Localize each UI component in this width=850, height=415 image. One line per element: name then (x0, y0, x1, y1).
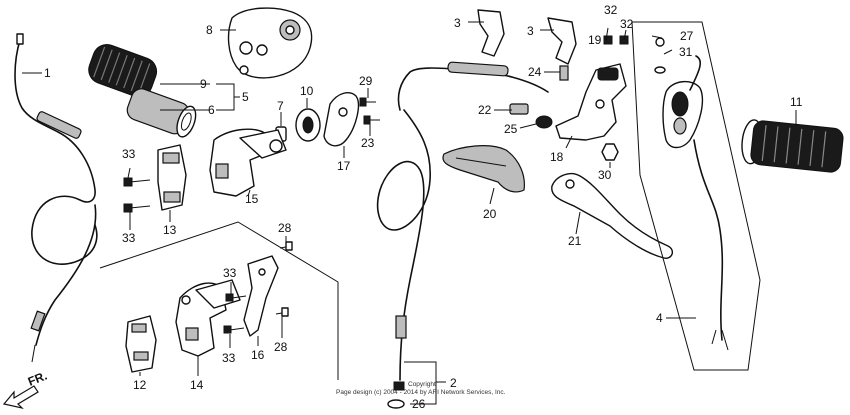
fr-label: FR. (26, 369, 49, 389)
callout-10: 10 (300, 84, 314, 98)
switch-boundary (631, 21, 761, 371)
throttle-cable[interactable] (14, 33, 98, 363)
left-grip[interactable] (740, 119, 844, 173)
callout-33d: 33 (222, 351, 236, 365)
callout-3b: 3 (527, 24, 534, 38)
callout-29: 29 (359, 74, 373, 88)
callout-3a: 3 (454, 16, 461, 30)
clutch-holder[interactable] (555, 63, 627, 141)
callout-24: 24 (528, 65, 542, 79)
cable-clip-3a[interactable] (477, 9, 505, 57)
callout-19: 19 (588, 33, 602, 47)
callout-5: 5 (242, 90, 249, 104)
throttle-grip-assembly[interactable] (85, 41, 200, 140)
copyright-text: Copyright (408, 381, 436, 388)
callout-numbers: 1 2 3 3 4 5 6 7 8 9 10 11 12 13 14 15 16… (44, 3, 803, 411)
callout-33b: 33 (122, 231, 136, 245)
engine-stop-switch[interactable] (654, 37, 729, 351)
callout-16: 16 (251, 348, 265, 362)
callout-2: 2 (450, 376, 457, 390)
leader-lines (22, 21, 797, 405)
throttle-pipe-holder[interactable] (209, 128, 287, 197)
callout-26: 26 (412, 397, 426, 411)
callout-11: 11 (790, 95, 803, 109)
callout-28b: 28 (274, 340, 288, 354)
page-design-credit: Page design (c) 2004 - 2014 by ARI Netwo… (336, 389, 506, 396)
callout-6: 6 (208, 103, 215, 117)
callout-31: 31 (679, 45, 693, 59)
callout-33a: 33 (122, 147, 136, 161)
callout-17: 17 (337, 159, 351, 173)
callout-14: 14 (190, 378, 204, 392)
callout-15: 15 (245, 192, 259, 206)
callout-8: 8 (206, 23, 213, 37)
callout-20: 20 (483, 207, 497, 221)
callout-18: 18 (550, 150, 564, 164)
callout-12: 12 (133, 378, 147, 392)
clutch-cable[interactable] (376, 61, 549, 409)
lever-cover[interactable] (442, 145, 525, 193)
callout-28a: 28 (278, 221, 292, 235)
callout-9: 9 (200, 77, 207, 91)
throttle-housing[interactable] (227, 7, 313, 79)
lower-clamp-12[interactable] (125, 315, 157, 373)
callout-25: 25 (504, 122, 518, 136)
callout-7: 7 (277, 99, 284, 113)
throttle-small-parts[interactable] (275, 92, 380, 147)
callout-1: 1 (44, 66, 51, 80)
callout-4: 4 (656, 311, 663, 325)
cable-clip-3b[interactable] (547, 17, 577, 65)
callout-13: 13 (163, 223, 177, 237)
assembly-boundary (99, 221, 339, 380)
callout-21: 21 (568, 234, 582, 248)
callout-30: 30 (598, 168, 612, 182)
callout-27: 27 (680, 29, 694, 43)
bracket-16[interactable] (223, 241, 293, 337)
clutch-lever[interactable] (551, 172, 674, 259)
callout-23: 23 (361, 136, 375, 150)
callout-22: 22 (478, 103, 492, 117)
callout-32b: 32 (620, 17, 634, 31)
handlebar-clamp-upper[interactable] (123, 144, 187, 213)
callout-33c: 33 (223, 266, 237, 280)
front-direction-indicator: FR. (2, 369, 49, 410)
callout-32a: 32 (604, 3, 618, 17)
